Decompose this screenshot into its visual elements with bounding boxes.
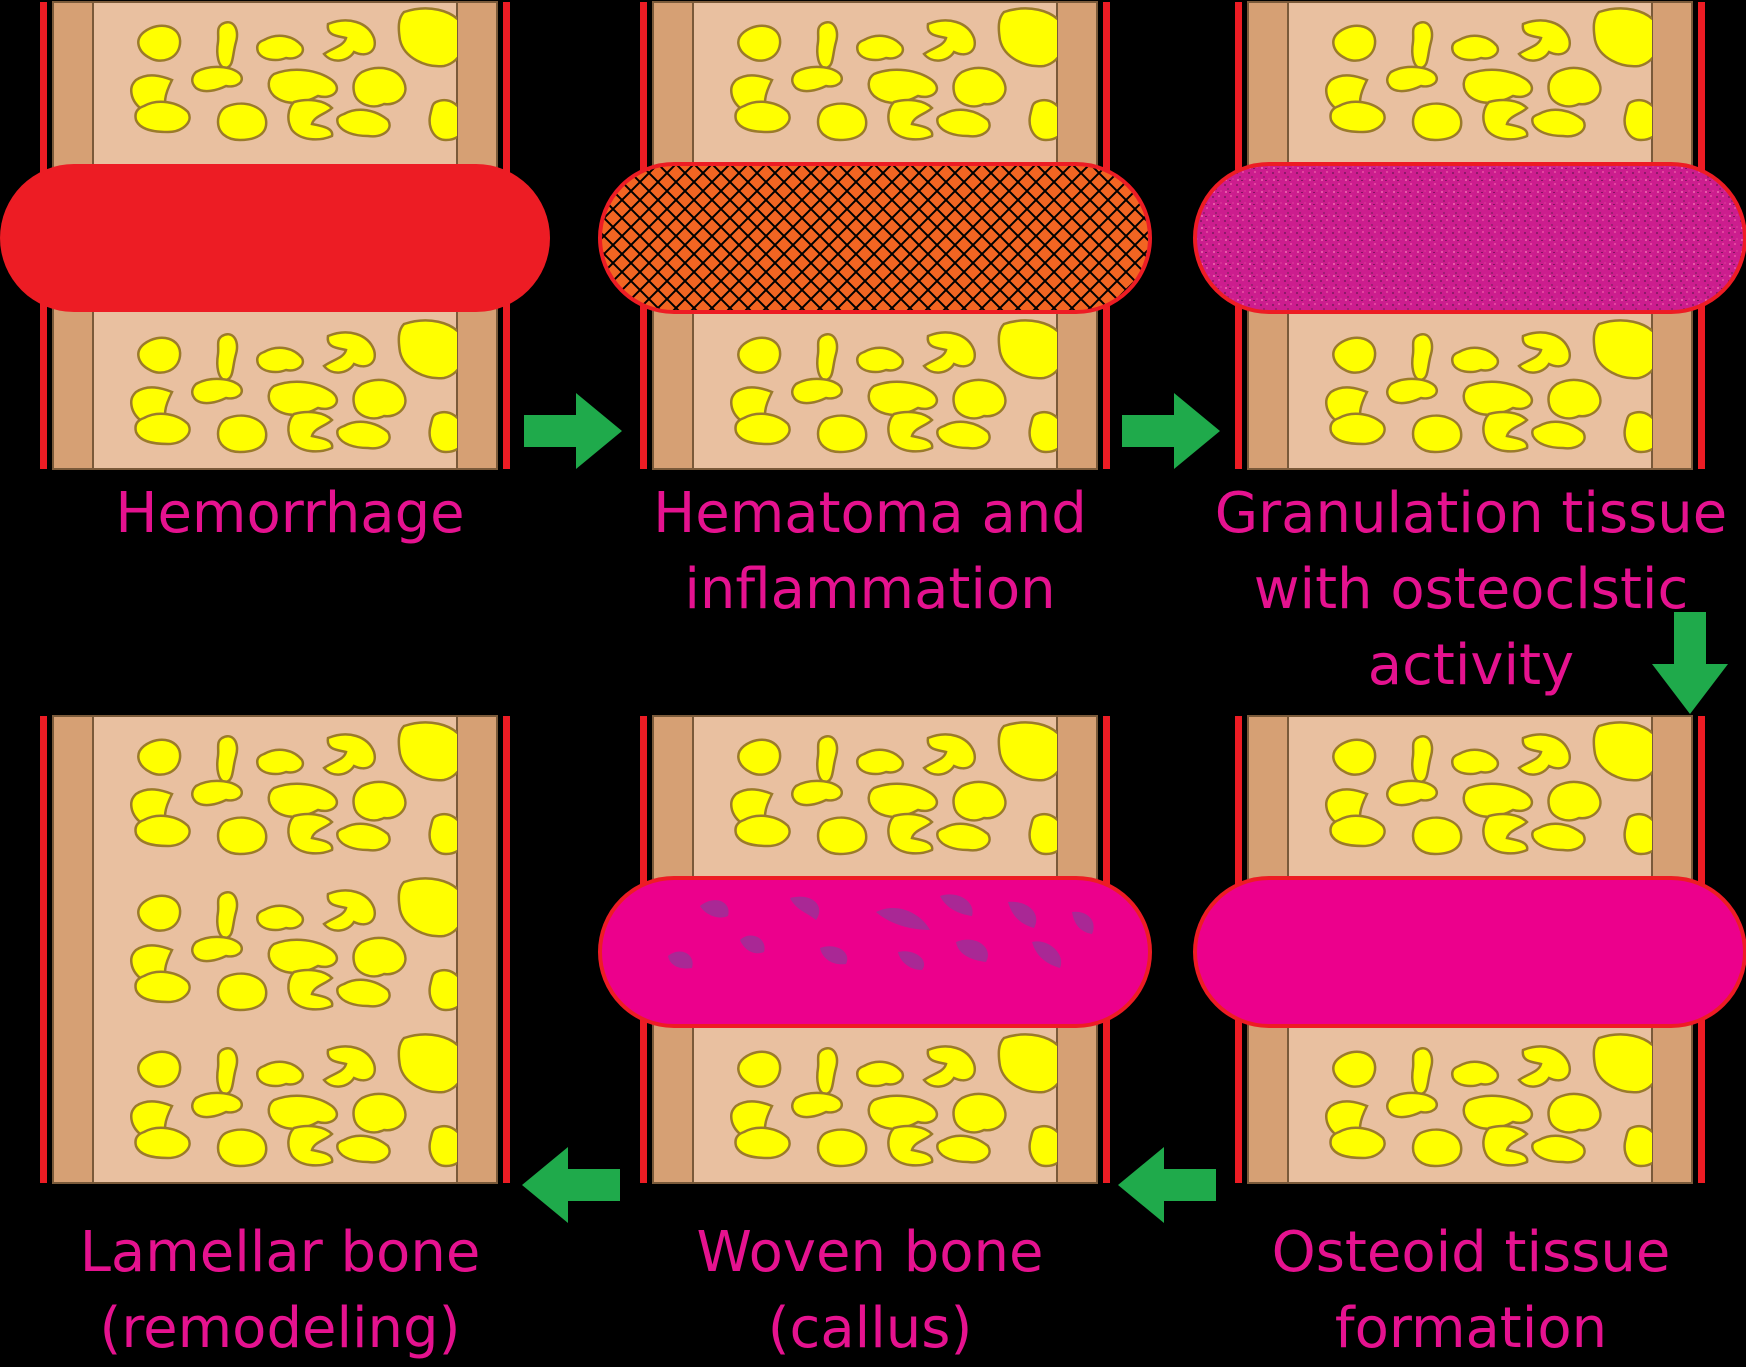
label-hematoma-line-2: inflammation xyxy=(600,552,1140,628)
arrow-left-icon xyxy=(522,1147,620,1223)
label-lamellar-line-1: Lamellar bone xyxy=(20,1215,540,1291)
stage-panel-lamellar xyxy=(40,716,510,1183)
label-osteoid-line-1: Osteoid tissue xyxy=(1196,1215,1746,1291)
label-granulation-line-2: with osteoclstic xyxy=(1196,552,1746,628)
label-lamellar: Lamellar bone (remodeling) xyxy=(20,1215,540,1367)
arrow-right-icon xyxy=(524,393,622,469)
label-hemorrhage: Hemorrhage xyxy=(30,476,550,552)
label-woven-line-2: (callus) xyxy=(600,1291,1140,1367)
label-granulation-line-3: activity xyxy=(1196,628,1746,704)
stage-panel-woven xyxy=(600,716,1150,1183)
label-granulation: Granulation tissue with osteoclstic acti… xyxy=(1196,476,1746,704)
label-hemorrhage-line-1: Hemorrhage xyxy=(30,476,550,552)
stage-panel-hemorrhage xyxy=(0,2,550,469)
periosteum-right xyxy=(503,716,510,1183)
arrow-right-icon xyxy=(1122,393,1220,469)
label-woven-line-1: Woven bone xyxy=(600,1215,1140,1291)
stage-panel-hematoma xyxy=(600,2,1150,469)
arrow-left-icon xyxy=(1118,1147,1216,1223)
label-granulation-line-1: Granulation tissue xyxy=(1196,476,1746,552)
label-osteoid-line-2: formation xyxy=(1196,1291,1746,1367)
stage-panel-granulation xyxy=(1195,2,1745,469)
periosteum-left xyxy=(40,716,47,1183)
label-lamellar-line-2: (remodeling) xyxy=(20,1291,540,1367)
fracture-zone-granulation xyxy=(1195,164,1745,312)
fracture-zone-hemorrhage xyxy=(0,164,550,312)
fracture-zone-hematoma xyxy=(600,164,1150,312)
label-hematoma: Hematoma and inflammation xyxy=(600,476,1140,628)
label-osteoid: Osteoid tissue formation xyxy=(1196,1215,1746,1367)
stage-panel-osteoid xyxy=(1195,716,1745,1183)
label-hematoma-line-1: Hematoma and xyxy=(600,476,1140,552)
label-woven: Woven bone (callus) xyxy=(600,1215,1140,1367)
fracture-zone-osteoid xyxy=(1195,878,1745,1026)
